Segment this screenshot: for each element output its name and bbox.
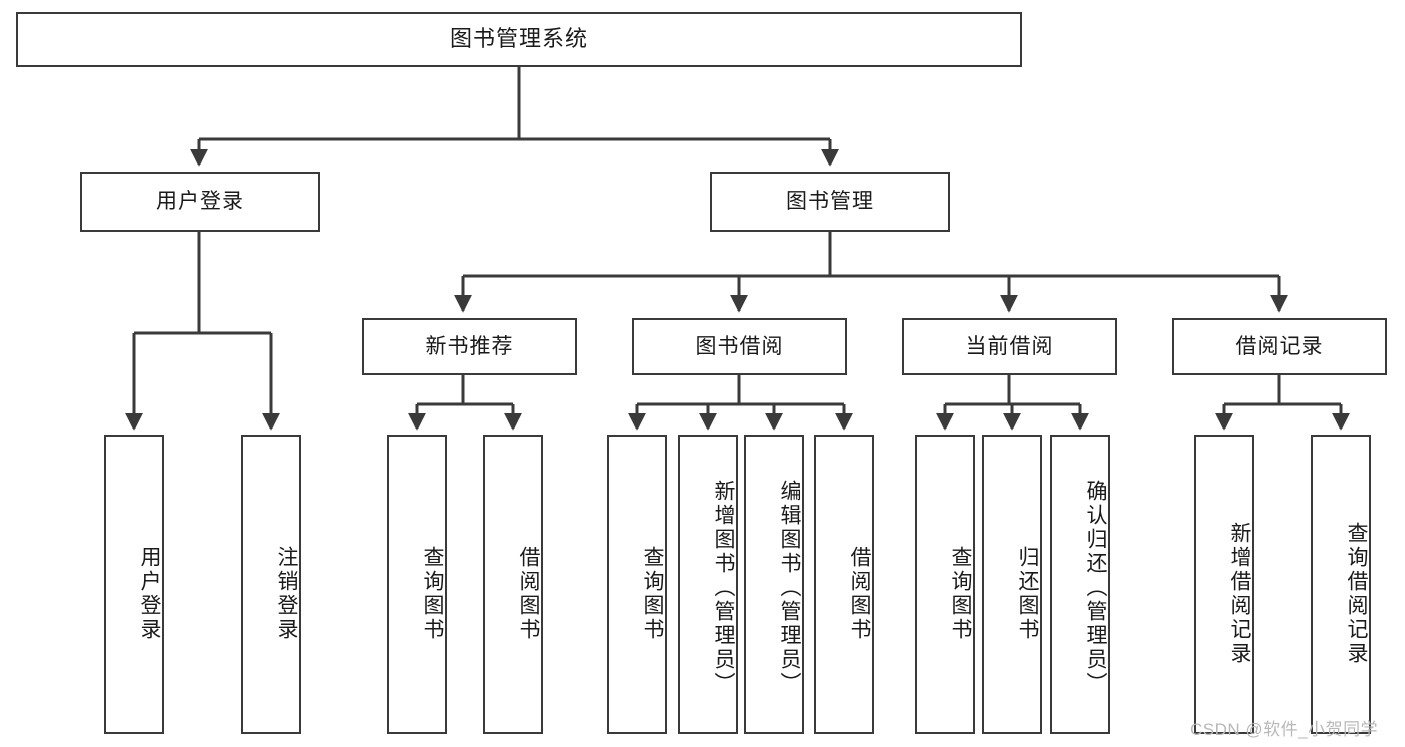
leaf-add-borrow-record[interactable]: 新增借阅记录 [1194, 435, 1254, 734]
node-borrowing-record[interactable]: 借阅记录 [1172, 318, 1387, 375]
leaf-query-book-current[interactable]: 查询图书 [915, 435, 975, 734]
node-user-login[interactable]: 用户登录 [80, 172, 320, 232]
leaf-logout[interactable]: 注销登录 [241, 435, 301, 734]
leaf-add-book-admin[interactable]: 新增图书（管理员） [678, 435, 738, 734]
node-new-book-recommendation[interactable]: 新书推荐 [362, 318, 577, 375]
csdn-watermark: CSDN @软件_小贺同学 [1190, 720, 1379, 739]
leaf-edit-book-admin[interactable]: 编辑图书（管理员） [744, 435, 804, 734]
leaf-confirm-return-admin[interactable]: 确认归还（管理员） [1050, 435, 1110, 734]
node-root-book-management-system[interactable]: 图书管理系统 [16, 12, 1022, 67]
leaf-borrow-book[interactable]: 借阅图书 [814, 435, 874, 734]
leaf-query-book-recommend[interactable]: 查询图书 [387, 435, 447, 734]
node-book-borrowing[interactable]: 图书借阅 [632, 318, 847, 375]
node-book-management[interactable]: 图书管理 [710, 172, 950, 232]
leaf-user-login[interactable]: 用户登录 [104, 435, 164, 734]
node-current-borrowing[interactable]: 当前借阅 [902, 318, 1117, 375]
leaf-query-book-borrow[interactable]: 查询图书 [607, 435, 667, 734]
leaf-return-book[interactable]: 归还图书 [982, 435, 1042, 734]
leaf-query-borrow-record[interactable]: 查询借阅记录 [1311, 435, 1371, 734]
leaf-borrow-book-recommend[interactable]: 借阅图书 [483, 435, 543, 734]
